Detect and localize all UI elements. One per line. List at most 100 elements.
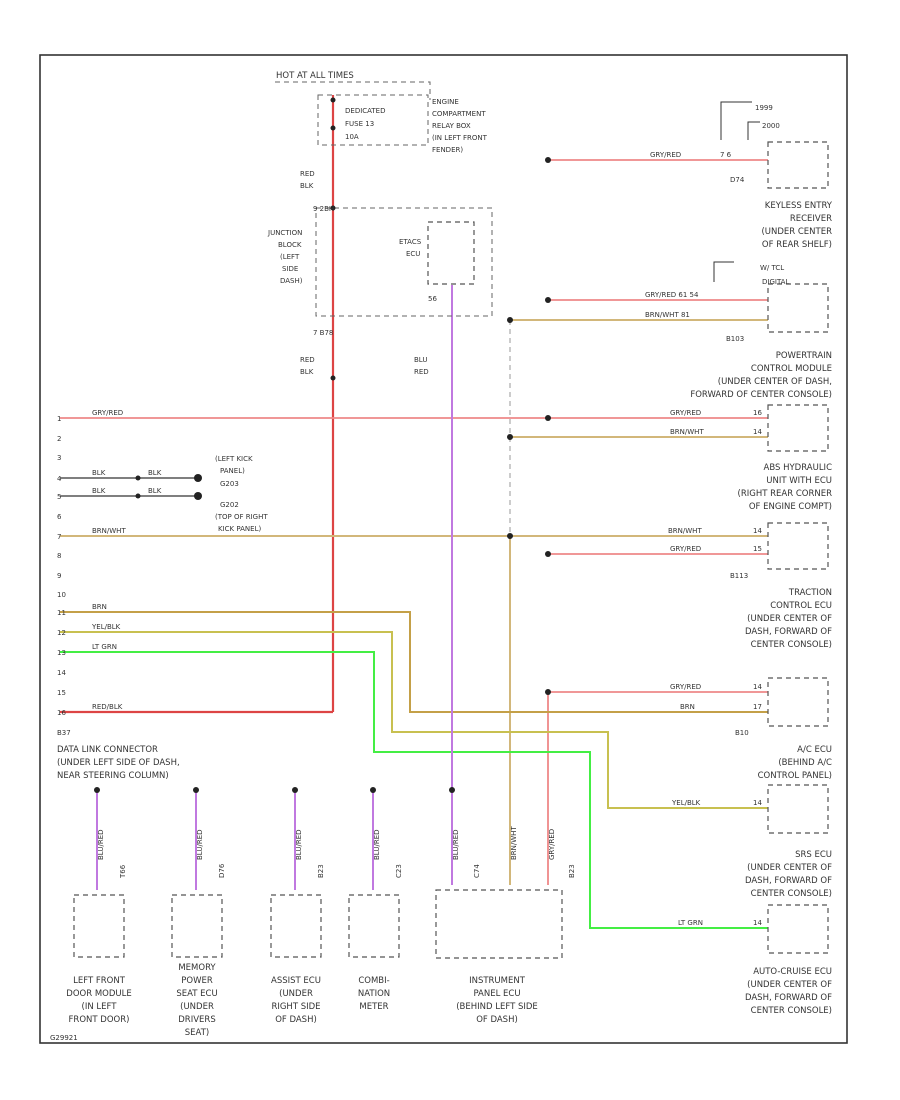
splice-dot — [545, 297, 551, 303]
pcm-box — [767, 283, 829, 333]
dlc-pin: 11 — [57, 609, 66, 617]
wire-color-label: BLK — [300, 182, 314, 190]
wire-yel-blk-dlc12 — [60, 631, 768, 809]
pin-number: 14 — [753, 683, 762, 691]
wire-color-label: BLU/RED — [452, 829, 460, 860]
wire-color-label: BRN — [680, 703, 695, 711]
combi-label-1: COMBI- — [358, 976, 389, 986]
abs-label-1: ABS HYDRAULIC — [764, 463, 833, 473]
wire-color-label: BLK — [148, 469, 162, 477]
assist-connector: B23 — [317, 864, 325, 878]
fuse-dot — [330, 125, 336, 131]
splice-dot — [135, 475, 141, 481]
pcm-label-1: POWERTRAIN — [776, 351, 832, 361]
pcm-label-4: FORWARD OF CENTER CONSOLE) — [690, 390, 832, 400]
wire-color-label: BLU/RED — [196, 829, 204, 860]
dlc-pin: 13 — [57, 649, 66, 657]
pin-number: 14 — [753, 919, 762, 927]
year-bracket — [720, 101, 752, 140]
ipanel-label-3: (BEHIND LEFT SIDE — [456, 1002, 538, 1012]
seat-label-4: (UNDER — [180, 1002, 214, 1012]
junction-block-outline — [315, 207, 493, 317]
dlc-label-2: (UNDER LEFT SIDE OF DASH, — [57, 758, 180, 768]
junction-block-label-5: DASH) — [280, 277, 303, 285]
etacs-pin: 56 — [428, 295, 437, 303]
cruise-label-2: (UNDER CENTER OF — [747, 980, 832, 990]
wire-lt-grn-dlc13 — [60, 651, 768, 929]
keyless-label-2: RECEIVER — [790, 214, 832, 224]
ground-g203-icon — [194, 474, 202, 482]
wire-color-label: BLK — [300, 368, 314, 376]
wire-color-label: BRN/WHT — [92, 527, 126, 535]
ground-label: (TOP OF RIGHT — [215, 513, 268, 521]
dlc-label-3: NEAR STEERING COLUMN) — [57, 771, 169, 781]
wire-color-label: BRN/WHT — [670, 428, 704, 436]
dlc-pin: 9 — [57, 572, 61, 580]
door-connector: T66 — [119, 864, 127, 879]
door-label-4: FRONT DOOR) — [69, 1015, 130, 1025]
pin-number: 15 — [753, 545, 762, 553]
ipanel-label-4: OF DASH) — [476, 1015, 518, 1025]
assist-label-4: OF DASH) — [275, 1015, 317, 1025]
splice-dot — [545, 551, 551, 557]
ground-label: G202 — [220, 501, 239, 509]
door-module-box — [73, 894, 125, 958]
pcm-label-3: (UNDER CENTER OF DASH, — [718, 377, 832, 387]
relay-box-label-3: RELAY BOX — [432, 122, 471, 130]
ipanel-label-2: PANEL ECU — [473, 989, 520, 999]
combi-meter-box — [348, 894, 400, 958]
junction-block-label-1: JUNCTION — [267, 229, 302, 237]
wire-color-label: RED — [414, 368, 429, 376]
ipanel-connector-a: C74 — [473, 864, 481, 878]
wire-color-label: GRY/RED 61 54 — [645, 291, 699, 299]
junction-block-label-4: SIDE — [282, 265, 298, 273]
dlc-pin: 6 — [57, 513, 62, 521]
wire-brn-dlc11 — [60, 611, 768, 713]
relay-box-label-1: ENGINE — [432, 98, 459, 106]
door-label-1: LEFT FRONT — [73, 976, 126, 986]
ipanel-ecu-box — [435, 889, 563, 959]
pin-number: 17 — [753, 703, 762, 711]
junction-block-label-3: (LEFT — [280, 253, 300, 261]
splice-dot — [193, 787, 199, 793]
junction-block-label-2: BLOCK — [278, 241, 302, 249]
tc-label-2: CONTROL ECU — [770, 601, 832, 611]
wire-color-label: LT GRN — [678, 919, 703, 927]
keyless-label-1: KEYLESS ENTRY — [765, 201, 833, 211]
ipanel-connector-b: B23 — [568, 864, 576, 878]
srs-ecu-box — [767, 784, 829, 834]
wire-color-label: BRN/WHT — [510, 826, 518, 860]
tc-connector: B113 — [730, 572, 748, 580]
wire-color-label: GRY/RED — [548, 829, 556, 860]
dlc-pin: 8 — [57, 552, 61, 560]
pcm-option-2: DIGITAL — [762, 278, 789, 286]
tc-label-5: CENTER CONSOLE) — [751, 640, 832, 650]
wire-color-label: RED/BLK — [92, 703, 123, 711]
splice-dot — [545, 689, 551, 695]
assist-ecu-box — [270, 894, 322, 958]
srs-label-4: CENTER CONSOLE) — [751, 889, 832, 899]
pin-number: 14 — [753, 527, 762, 535]
jb-connector-bottom: 7 B78 — [313, 329, 333, 337]
keyless-label-3: (UNDER CENTER — [761, 227, 832, 237]
assist-label-3: RIGHT SIDE — [271, 1002, 320, 1012]
splice-dot — [330, 97, 336, 103]
ac-label-2: (BEHIND A/C — [778, 758, 832, 768]
tc-label-3: (UNDER CENTER OF — [747, 614, 832, 624]
wire-color-label: GRY/RED — [670, 683, 701, 691]
tcl-bracket — [713, 261, 734, 282]
assist-label-1: ASSIST ECU — [271, 976, 321, 986]
jb-bottom-dot — [330, 375, 336, 381]
dlc-pin-list: 1 2 3 4 5 6 7 8 9 10 11 12 13 14 15 16 — [57, 415, 66, 717]
abs-label-3: (RIGHT REAR CORNER — [738, 489, 833, 499]
wire-color-label: RED — [300, 356, 315, 364]
etacs-ecu-box — [427, 221, 475, 285]
dlc-pin: 4 — [57, 475, 62, 483]
diagram-frame — [39, 54, 848, 1044]
fuse-label-1: DEDICATED — [345, 107, 386, 115]
dlc-pin: 15 — [57, 689, 66, 697]
splice-dot — [370, 787, 376, 793]
seat-label-5: DRIVERS — [178, 1015, 215, 1025]
hot-at-all-times-bracket — [275, 81, 431, 100]
